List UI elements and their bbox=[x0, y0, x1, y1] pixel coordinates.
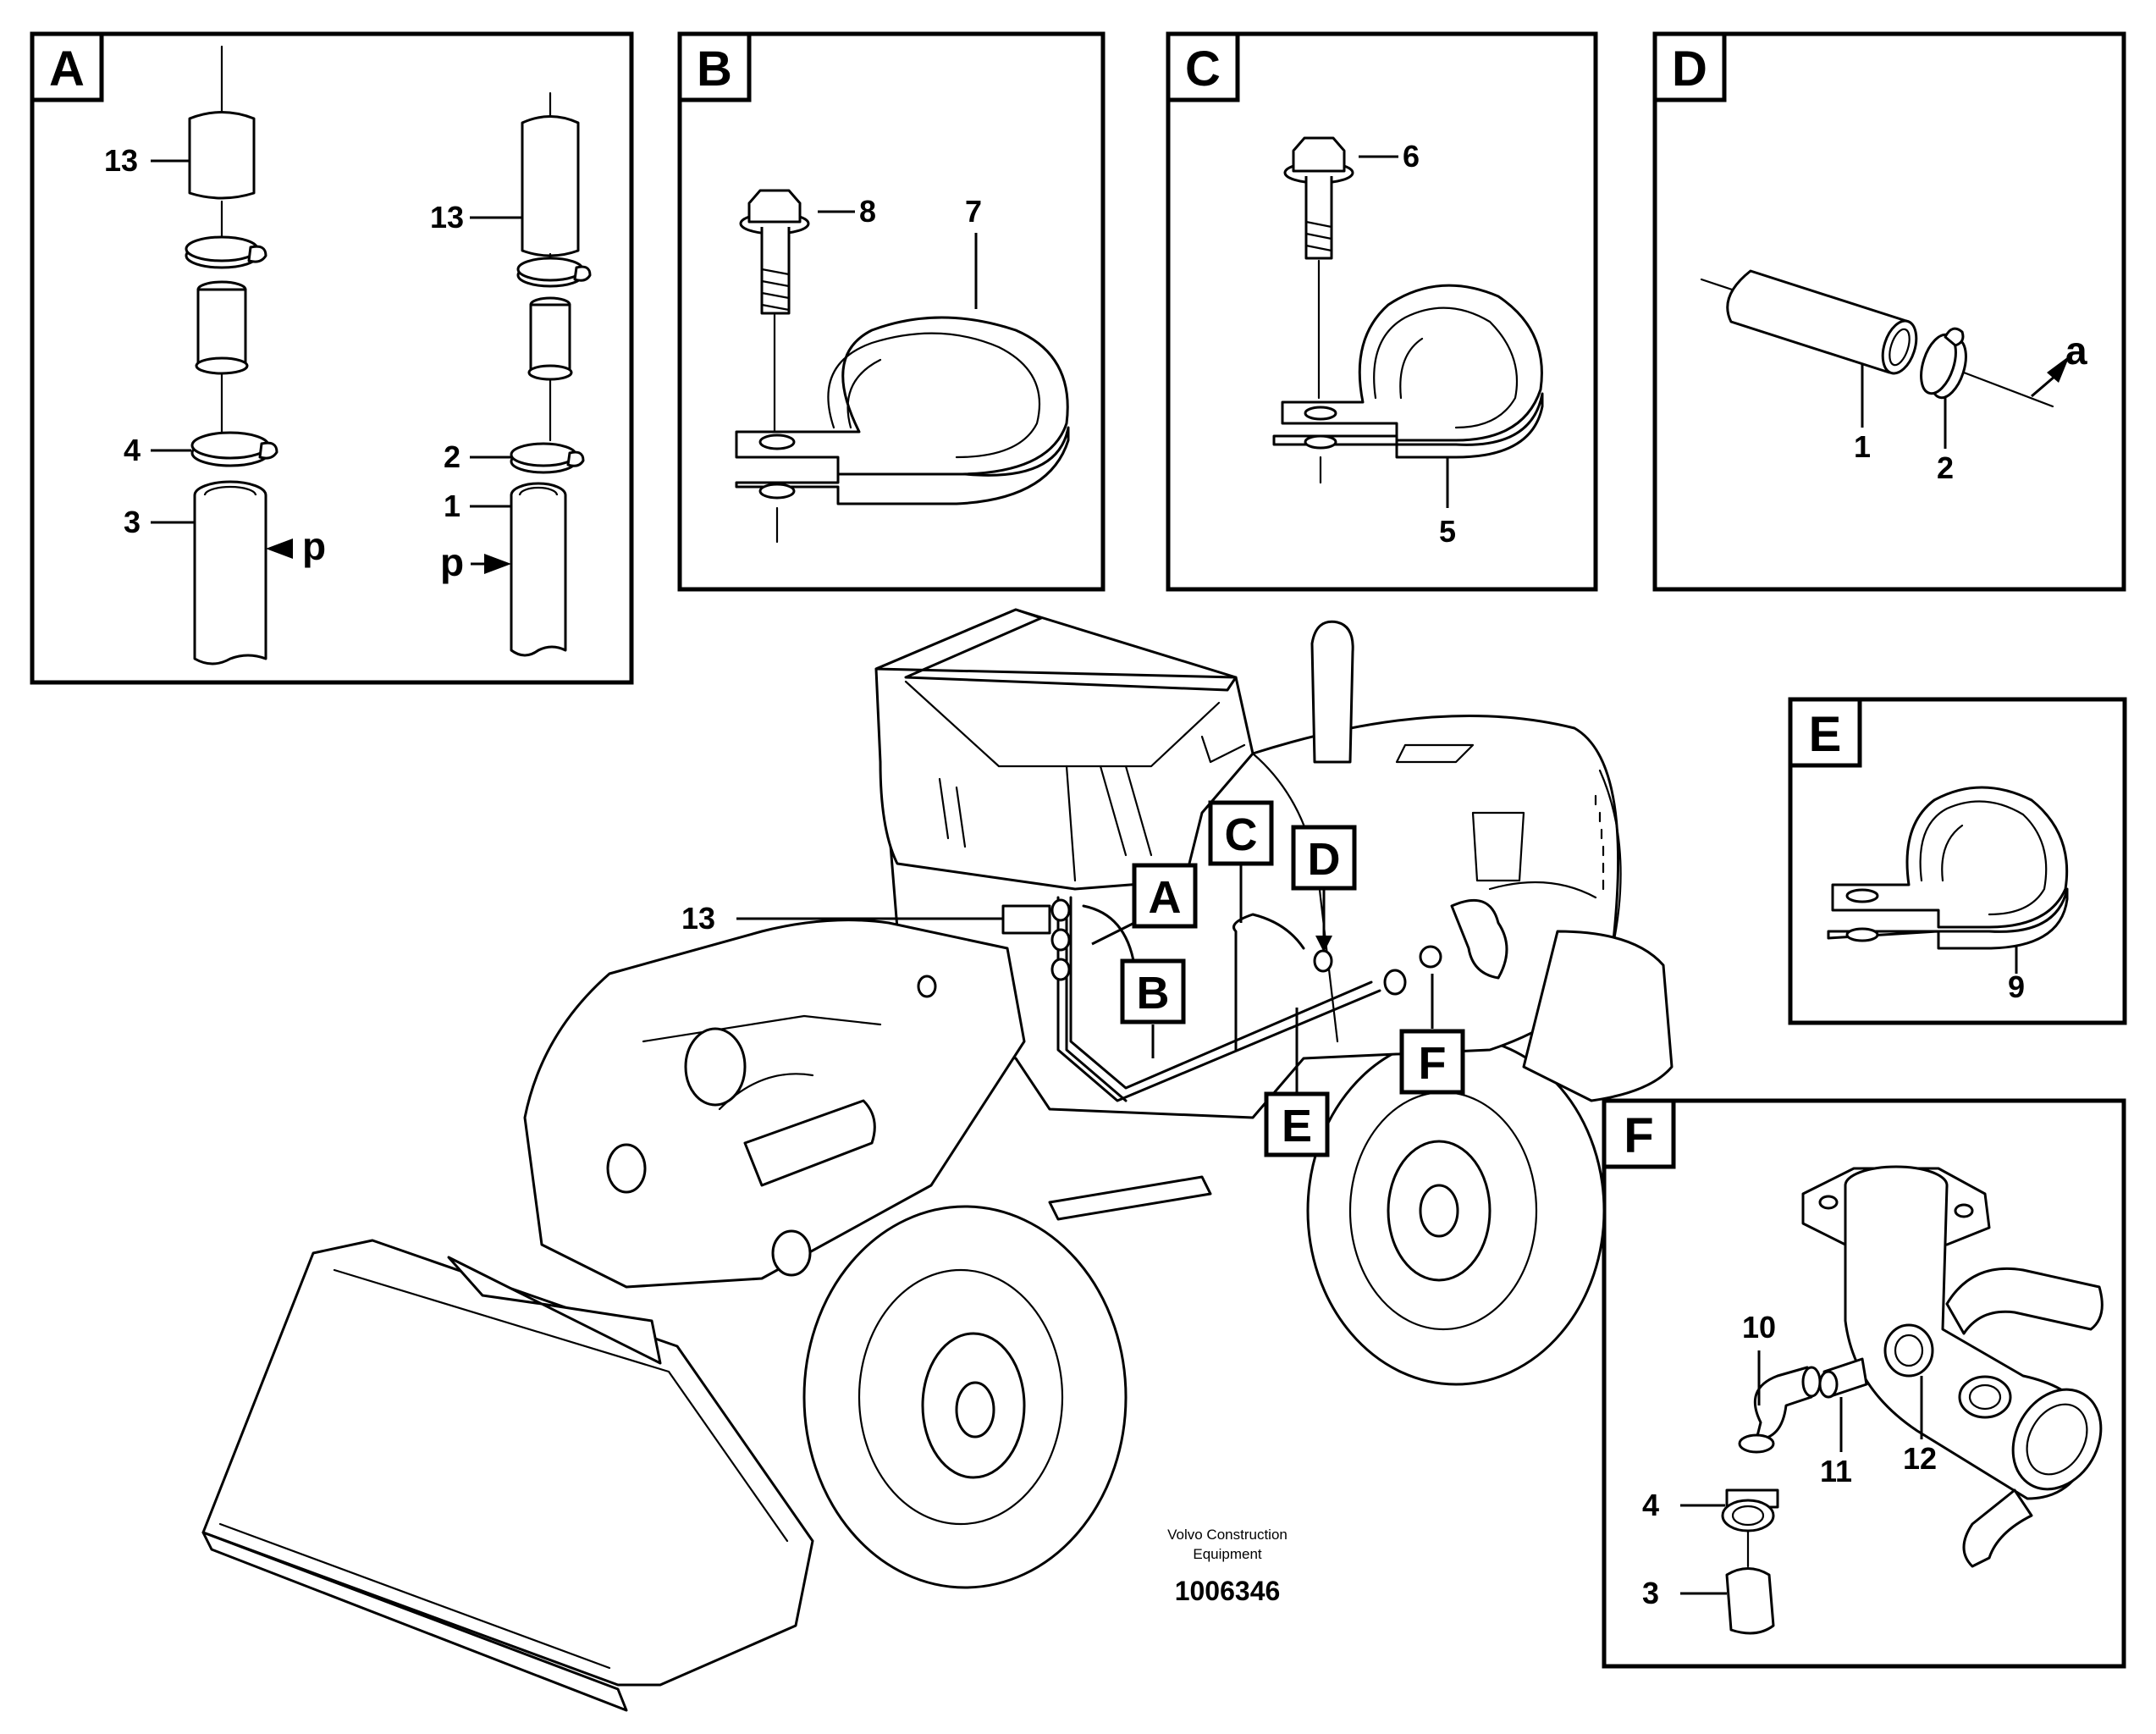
callout-2-right: 2 bbox=[444, 439, 460, 474]
callout-9: 9 bbox=[2008, 969, 2025, 1004]
hose-fitting-13 bbox=[1001, 904, 1051, 935]
bucket bbox=[201, 1239, 814, 1712]
hose-clamp-upper-left bbox=[185, 235, 267, 269]
panel-f-label: F bbox=[1624, 1108, 1653, 1163]
panel-b-label: B bbox=[697, 41, 732, 97]
callout-13-machine: 13 bbox=[681, 901, 715, 936]
callout-12: 12 bbox=[1903, 1441, 1937, 1476]
callout-5: 5 bbox=[1439, 514, 1456, 549]
panel-a-label: A bbox=[49, 41, 85, 97]
marker-b: B bbox=[1120, 958, 1186, 1058]
callout-3-f: 3 bbox=[1642, 1576, 1659, 1610]
callout-4-f: 4 bbox=[1642, 1488, 1659, 1522]
hose-3-f bbox=[1725, 1529, 1775, 1635]
svg-text:F: F bbox=[1419, 1038, 1447, 1089]
marker-c: C bbox=[1208, 800, 1274, 923]
hose-clamp-upper-right bbox=[516, 257, 592, 288]
elbow-10 bbox=[1738, 1366, 1822, 1454]
panel-b: B 8 7 bbox=[677, 31, 1106, 592]
marker-a: A bbox=[1091, 863, 1198, 946]
panel-f-tab bbox=[1602, 1098, 1676, 1169]
svg-text:A: A bbox=[1149, 872, 1182, 923]
wheel-loader: 13 A B C D E bbox=[201, 608, 1674, 1712]
loader-arms bbox=[523, 919, 1212, 1289]
pointer-arrow-left bbox=[266, 538, 293, 559]
hose-13-right bbox=[521, 91, 580, 262]
panel-a: A bbox=[30, 31, 634, 685]
rubber-clamp-5 bbox=[1272, 284, 1544, 484]
callout-2-d: 2 bbox=[1937, 450, 1954, 485]
panel-f: F bbox=[1602, 1098, 2126, 1669]
hose-13-left bbox=[188, 45, 256, 247]
nipple-11 bbox=[1818, 1357, 1868, 1399]
credit-line-2: Equipment bbox=[1193, 1546, 1262, 1562]
svg-text:C: C bbox=[1225, 809, 1258, 860]
hose-clamp-2-d bbox=[1920, 327, 2054, 408]
pointer-arrow-right bbox=[484, 554, 511, 574]
callout-8: 8 bbox=[859, 194, 876, 229]
pipe-3-left bbox=[193, 480, 267, 665]
panel-b-tab bbox=[677, 31, 752, 102]
callout-10: 10 bbox=[1742, 1310, 1776, 1345]
rubber-clamp-9 bbox=[1827, 786, 2069, 950]
callout-p-left: p bbox=[302, 524, 326, 568]
panel-a-tab bbox=[30, 31, 104, 102]
callout-13-left: 13 bbox=[104, 143, 138, 178]
marker-f: F bbox=[1399, 974, 1465, 1095]
hose-routing bbox=[1001, 896, 1508, 1102]
callout-1-d: 1 bbox=[1854, 429, 1871, 464]
panel-e-label: E bbox=[1809, 707, 1842, 762]
hose-clamp-4-left bbox=[190, 431, 278, 467]
callout-13-right: 13 bbox=[430, 200, 464, 235]
panel-d: D a 1 2 bbox=[1652, 31, 2126, 592]
drawing-code: 1006346 bbox=[1175, 1576, 1281, 1606]
callout-7: 7 bbox=[965, 194, 982, 229]
connector-tube-left bbox=[195, 280, 249, 434]
panel-c: C 6 5 bbox=[1166, 31, 1598, 592]
panel-d-tab bbox=[1652, 31, 1727, 102]
panel-d-label: D bbox=[1672, 41, 1707, 97]
marker-d: D bbox=[1291, 825, 1357, 953]
callout-a: a bbox=[2065, 329, 2087, 373]
callout-1-right: 1 bbox=[444, 489, 460, 523]
callout-4-left: 4 bbox=[124, 433, 141, 467]
credit-line-1: Volvo Construction bbox=[1167, 1527, 1288, 1543]
credit-block: Volvo Construction Equipment 1006346 bbox=[1167, 1527, 1288, 1606]
callout-3-left: 3 bbox=[124, 505, 141, 539]
svg-text:D: D bbox=[1308, 834, 1341, 885]
panel-c-tab bbox=[1166, 31, 1240, 102]
svg-text:B: B bbox=[1137, 968, 1170, 1019]
callout-6: 6 bbox=[1403, 139, 1420, 174]
hose-clamp-4-f bbox=[1721, 1488, 1779, 1532]
rubber-clamp-7 bbox=[735, 316, 1070, 544]
callout-11: 11 bbox=[1820, 1454, 1852, 1488]
direction-arrow-a bbox=[2047, 356, 2070, 383]
panel-e-tab bbox=[1788, 697, 1862, 768]
pipe-1-right bbox=[510, 482, 567, 657]
panel-d-frame bbox=[1652, 31, 2126, 592]
hose-clamp-2-right bbox=[510, 442, 585, 474]
panel-b-frame bbox=[677, 31, 1106, 592]
marker-e: E bbox=[1264, 1008, 1330, 1157]
flange-bolt-6 bbox=[1283, 136, 1354, 400]
flange-bolt-8 bbox=[739, 189, 810, 450]
front-wheel bbox=[802, 1205, 1128, 1589]
callout-p-right: p bbox=[440, 540, 464, 584]
connector-tube-right bbox=[527, 296, 573, 442]
rear-wheel bbox=[1306, 1035, 1606, 1386]
hose-1-d bbox=[1700, 269, 1918, 375]
svg-text:E: E bbox=[1282, 1101, 1312, 1151]
cab bbox=[874, 608, 1254, 891]
panel-e: E 9 bbox=[1788, 697, 2127, 1025]
panel-c-label: C bbox=[1185, 41, 1221, 97]
coolant-pipe-housing bbox=[1801, 1165, 2104, 1568]
